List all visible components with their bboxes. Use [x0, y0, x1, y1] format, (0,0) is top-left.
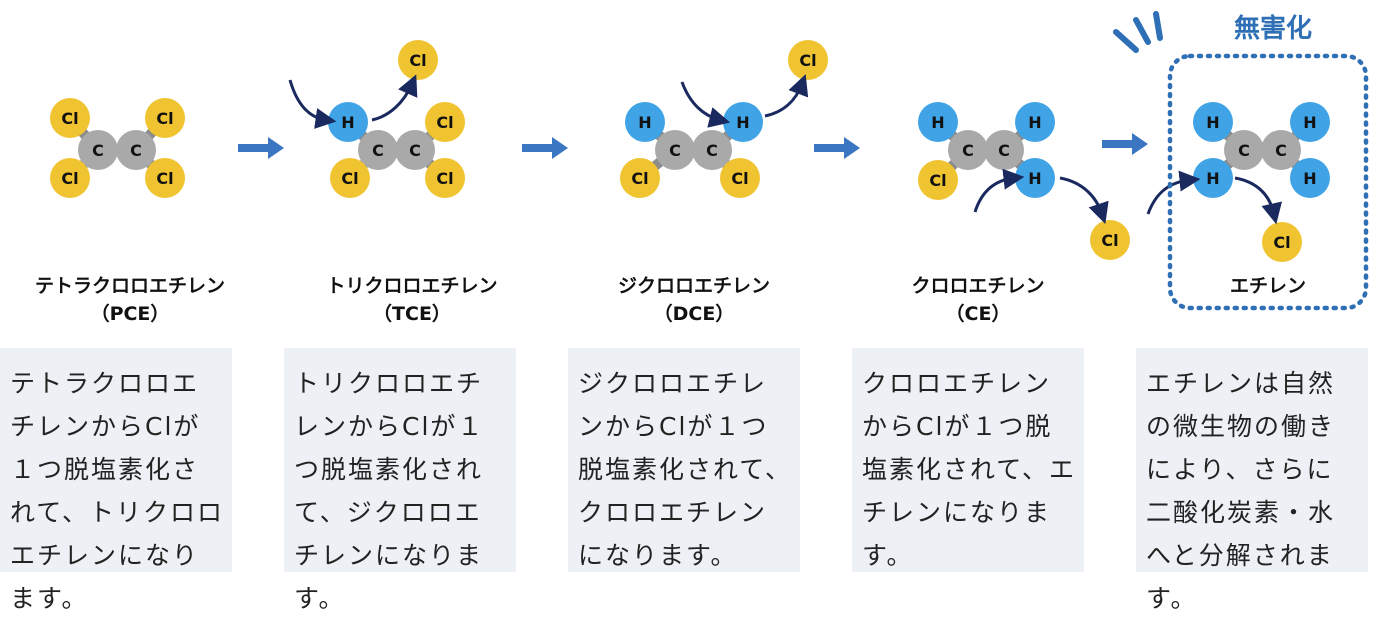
- chlorine-atom: Cl: [50, 98, 90, 138]
- svg-text:Cl: Cl: [731, 169, 748, 188]
- svg-text:C: C: [92, 141, 104, 160]
- incoming-hydrogen-arrow: [973, 168, 1025, 213]
- svg-text:Cl: Cl: [409, 51, 426, 70]
- chlorine-atom: Cl: [145, 158, 185, 198]
- stage-desc-ce: クロロエチレンからClが１つ脱塩素化されて、エチレンになります。: [852, 348, 1084, 572]
- svg-text:Cl: Cl: [631, 169, 648, 188]
- released-chlorine-atom: Cl: [788, 40, 828, 80]
- svg-text:C: C: [998, 141, 1010, 160]
- chlorine-atom: Cl: [918, 160, 958, 200]
- svg-text:H: H: [1028, 113, 1041, 132]
- hydrogen-atom: H: [1015, 102, 1055, 142]
- chlorine-atom: Cl: [620, 158, 660, 198]
- svg-text:C: C: [1275, 141, 1287, 160]
- stage-name-ethylene: エチレン: [1229, 275, 1306, 297]
- released-chlorine-arrow: [764, 74, 809, 118]
- hydrogen-atom: H: [1193, 102, 1233, 142]
- svg-text:Cl: Cl: [799, 51, 816, 70]
- svg-text:Cl: Cl: [436, 169, 453, 188]
- hydrogen-atom: H: [625, 102, 665, 142]
- hydrogen-atom: H: [1290, 158, 1330, 198]
- stage-name-tce: トリクロロエチレン （TCE）: [326, 275, 498, 325]
- stage-desc-dce: ジクロロエチレンからClが１つ脱塩素化されて、クロロエチレンになります。: [568, 348, 800, 572]
- stage-arrow-3: [814, 137, 860, 159]
- stage-name-pce: テトラクロロエチレン （PCE）: [34, 275, 225, 325]
- chlorine-atom: Cl: [50, 158, 90, 198]
- svg-text:H: H: [1028, 169, 1041, 188]
- stage-name-dce: ジクロロエチレン （DCE）: [617, 275, 770, 325]
- svg-text:Cl: Cl: [341, 169, 358, 188]
- released-chlorine-atom: Cl: [398, 40, 438, 80]
- svg-text:Cl: Cl: [61, 109, 78, 128]
- chlorine-atom: Cl: [425, 102, 465, 142]
- svg-text:Cl: Cl: [156, 169, 173, 188]
- carbon-atom: C: [948, 130, 988, 170]
- released-chlorine-arrow: [1059, 176, 1109, 224]
- detoxified-label: 無害化: [1233, 14, 1312, 44]
- released-chlorine-atom: Cl: [1090, 220, 1130, 260]
- hydrogen-atom: H: [723, 102, 763, 142]
- svg-text:C: C: [130, 141, 142, 160]
- chlorine-atom: Cl: [425, 158, 465, 198]
- reaction-arrows: [288, 74, 1282, 225]
- svg-text:Cl: Cl: [156, 109, 173, 128]
- svg-text:C: C: [962, 141, 974, 160]
- hydrogen-atom: H: [328, 102, 368, 142]
- hydrogen-atom: H: [1290, 102, 1330, 142]
- svg-text:C: C: [669, 141, 681, 160]
- svg-text:C: C: [409, 141, 421, 160]
- hydrogen-atom: H: [1015, 158, 1055, 198]
- sparkle-icon: [1113, 11, 1163, 53]
- carbon-atom: C: [692, 130, 732, 170]
- flow-arrows: [238, 133, 1148, 159]
- svg-text:C: C: [1238, 141, 1250, 160]
- carbon-atom: C: [655, 130, 695, 170]
- svg-text:H: H: [1206, 113, 1219, 132]
- svg-text:Cl: Cl: [1101, 231, 1118, 250]
- released-chlorine-arrow: [1234, 176, 1282, 225]
- svg-text:H: H: [1303, 113, 1316, 132]
- carbon-atom: C: [395, 130, 435, 170]
- carbon-atom: C: [78, 130, 118, 170]
- carbon-atom: C: [116, 130, 156, 170]
- released-chlorine-arrow: [371, 74, 418, 122]
- released-chlorine-atom: Cl: [1262, 222, 1302, 262]
- svg-text:H: H: [736, 113, 749, 132]
- chlorine-atom: Cl: [720, 158, 760, 198]
- incoming-hydrogen-arrow: [1146, 170, 1201, 215]
- stage-arrow-1: [238, 137, 284, 159]
- stage-arrow-4: [1102, 133, 1148, 155]
- incoming-hydrogen-arrow: [288, 79, 337, 129]
- stage-arrow-2: [522, 137, 568, 159]
- svg-text:Cl: Cl: [436, 113, 453, 132]
- carbon-atom: C: [358, 130, 398, 170]
- chlorine-atom: Cl: [330, 158, 370, 198]
- stage-desc-tce: トリクロロエチレンからClが１つ脱塩素化されて、ジクロロエチレンになります。: [284, 348, 516, 613]
- svg-text:H: H: [1303, 169, 1316, 188]
- stage-desc-pce: テトラクロロエチレンからClが１つ脱塩素化されて、トリクロロエチレンになります。: [0, 348, 232, 613]
- hydrogen-atom: H: [1193, 158, 1233, 198]
- carbon-atom: C: [1224, 130, 1264, 170]
- svg-text:H: H: [931, 113, 944, 132]
- svg-text:Cl: Cl: [61, 169, 78, 188]
- chlorine-atom: Cl: [145, 98, 185, 138]
- carbon-atom: C: [1261, 130, 1301, 170]
- carbon-atom: C: [984, 130, 1024, 170]
- stage-name-ce: クロロエチレン （CE）: [911, 275, 1045, 325]
- svg-text:C: C: [372, 141, 384, 160]
- ethylene-highlight-box: [1167, 53, 1369, 311]
- svg-text:Cl: Cl: [929, 171, 946, 190]
- svg-text:H: H: [638, 113, 651, 132]
- stage-desc-ethylene: エチレンは自然の微生物の働きにより、さらに二酸化炭素・水へと分解されます。: [1136, 348, 1368, 613]
- hydrogen-atom: H: [918, 102, 958, 142]
- svg-text:C: C: [706, 141, 718, 160]
- svg-text:H: H: [341, 113, 354, 132]
- svg-text:H: H: [1206, 169, 1219, 188]
- svg-text:Cl: Cl: [1273, 233, 1290, 252]
- incoming-hydrogen-arrow: [680, 81, 731, 128]
